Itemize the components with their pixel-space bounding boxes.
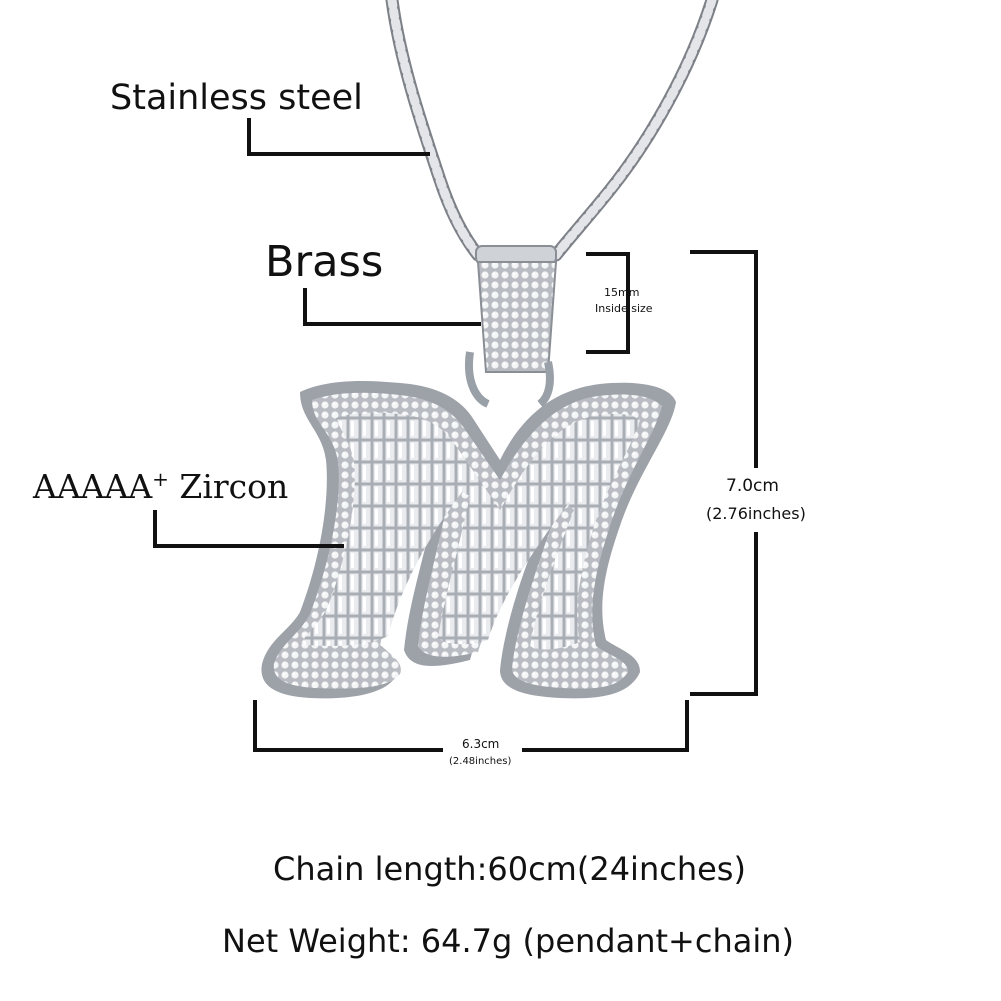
net-weight-spec: Net Weight: 64.7g (pendant+chain) bbox=[222, 922, 794, 960]
height-cm-label: 7.0cm bbox=[726, 476, 779, 496]
width-bracket-right bbox=[685, 700, 689, 752]
zircon-callout-line-v bbox=[153, 510, 157, 548]
zircon-label: AAAAA+ Zircon bbox=[33, 467, 288, 506]
brass-label: Brass bbox=[265, 237, 384, 287]
zircon-word: Zircon bbox=[168, 467, 289, 506]
bail-inside-size-label: Inside size bbox=[595, 302, 653, 315]
stainless-callout-line-h bbox=[247, 152, 430, 156]
height-bracket-upper bbox=[754, 250, 758, 468]
chain-length-spec: Chain length:60cm(24inches) bbox=[273, 850, 746, 888]
bail-bracket-bottom bbox=[586, 350, 630, 354]
height-inches-label: (2.76inches) bbox=[706, 504, 806, 523]
width-cm-label: 6.3cm bbox=[462, 737, 500, 751]
zircon-grade: AAAAA bbox=[33, 467, 153, 506]
rope-chain bbox=[385, 0, 719, 262]
bail-bracket-side bbox=[626, 252, 630, 354]
stainless-callout-line-v bbox=[247, 118, 251, 156]
height-bracket-lower bbox=[754, 532, 758, 696]
bail-size-label: 15mm bbox=[604, 286, 640, 299]
brass-callout-line-h bbox=[303, 322, 481, 326]
width-bracket-left-h bbox=[253, 748, 443, 752]
height-bracket-top bbox=[690, 250, 758, 254]
width-bracket-left bbox=[253, 700, 257, 752]
stainless-steel-label: Stainless steel bbox=[110, 78, 363, 118]
width-inches-label: (2.48inches) bbox=[449, 756, 512, 767]
bail bbox=[465, 245, 558, 408]
pendant-letter-m bbox=[261, 381, 676, 699]
zircon-callout-line-h bbox=[153, 544, 344, 548]
height-bracket-bottom bbox=[690, 692, 758, 696]
zircon-grade-plus: + bbox=[152, 467, 169, 491]
brass-callout-line-v bbox=[303, 288, 307, 326]
width-bracket-right-h bbox=[522, 748, 689, 752]
bail-bracket-top bbox=[586, 252, 630, 256]
